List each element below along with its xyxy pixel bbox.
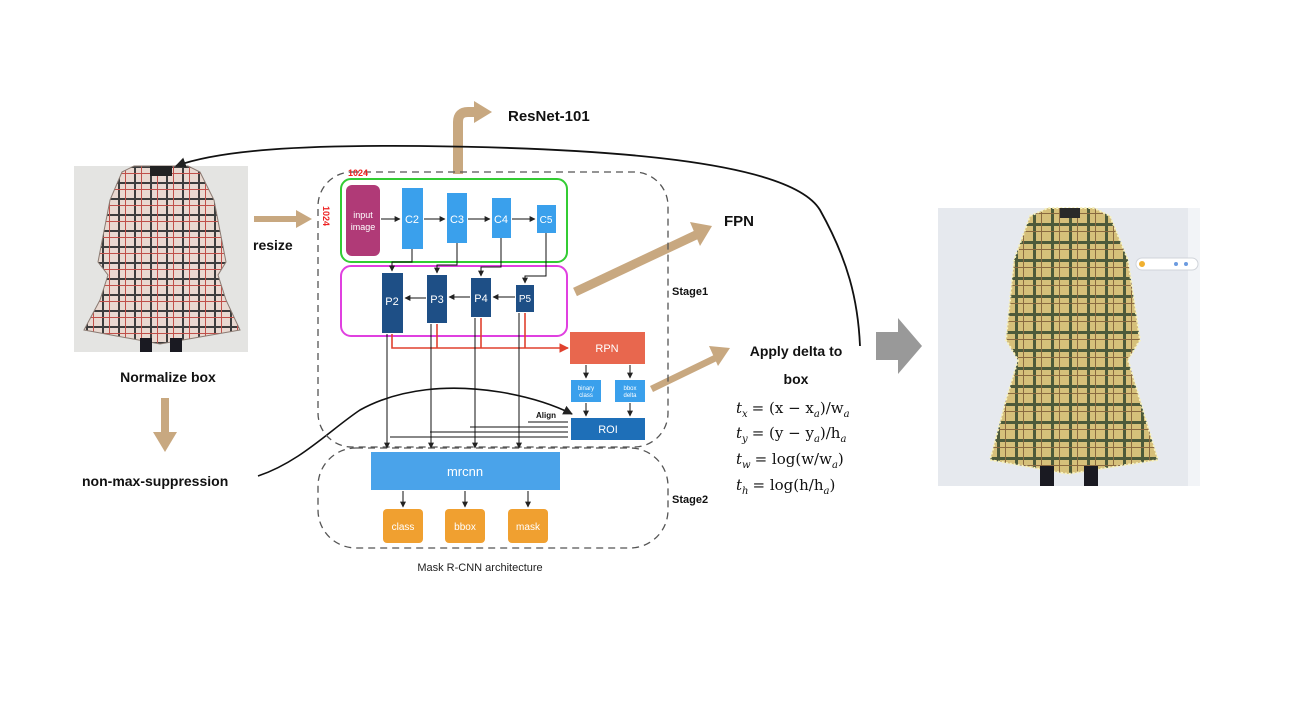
c5-label: C5	[540, 215, 553, 226]
p5-node	[516, 285, 534, 312]
c2-node	[402, 188, 423, 249]
rpn-node	[570, 332, 645, 364]
caption: Mask R-CNN architecture	[417, 562, 542, 574]
resnet-label: ResNet-101	[508, 108, 590, 125]
c4-node	[492, 198, 511, 238]
stage2-label: Stage2	[672, 494, 708, 506]
align-label: Align	[536, 411, 556, 420]
formula-tw: tw= log(w/wa)	[736, 450, 844, 471]
right-coat-photo	[938, 207, 1200, 486]
roi-label: ROI	[598, 424, 618, 436]
class-output-label: class	[392, 522, 415, 533]
binary-class-node	[571, 380, 601, 402]
binary-label-1: binary	[578, 386, 594, 392]
apply-delta-label-1: Apply delta to	[750, 343, 843, 359]
formula-ty: ty= (y − ya)/ha	[736, 424, 846, 445]
mask-output-node	[508, 509, 548, 543]
bbox-delta-node	[615, 380, 645, 402]
fpn-box	[340, 265, 568, 337]
rpn-label: RPN	[595, 343, 618, 355]
formula-th: th= log(h/ha)	[736, 476, 835, 497]
bbox-output-label: bbox	[454, 522, 476, 533]
mask-output-label: mask	[516, 522, 541, 533]
nms-label: non-max-suppression	[82, 473, 228, 489]
binary-label-2: class	[579, 393, 593, 399]
resnet-arrowhead	[474, 101, 492, 123]
bbox-output-node	[445, 509, 485, 543]
input-image-node	[346, 185, 380, 256]
class-output-node	[383, 509, 423, 543]
backbone-box	[340, 178, 568, 263]
p2-node	[382, 273, 403, 333]
bbox-delta-label-1: bbox	[623, 386, 636, 392]
p-to-mrcnn-arrows	[384, 313, 522, 449]
mrcnn-node	[371, 452, 560, 490]
p3-node	[427, 275, 447, 323]
nms-curve	[257, 387, 573, 477]
resize-label: resize	[253, 237, 293, 253]
bbox-delta-label-2: delta	[623, 393, 637, 399]
p4-label: P4	[474, 293, 487, 305]
resnet-arrow	[453, 107, 476, 174]
c5-node	[537, 205, 556, 233]
fpn-arrowhead	[690, 222, 712, 246]
mrcnn-label: mrcnn	[447, 464, 483, 479]
p4-node	[471, 278, 491, 317]
lateral-arrows	[389, 233, 547, 301]
input-label-1: input	[353, 210, 373, 220]
c3-label: C3	[450, 214, 464, 226]
formula-tx: tx= (x − xa)/wa	[736, 399, 850, 420]
rpn-arrows	[391, 313, 569, 353]
formulas: tx= (x − xa)/wa ty= (y − ya)/ha tw= log(…	[736, 399, 850, 497]
mrcnn-output-arrows	[400, 491, 531, 508]
feedback-curve	[174, 144, 861, 347]
stage1-box	[317, 171, 669, 448]
stage2-box	[317, 447, 669, 549]
fpn-label: FPN	[724, 213, 754, 230]
c3-node	[447, 193, 467, 243]
left-coat-photo	[74, 165, 248, 352]
p2-label: P2	[385, 296, 398, 308]
c2-label: C2	[405, 214, 419, 226]
c4-label: C4	[494, 214, 508, 226]
size-side-label: 1024	[321, 206, 331, 226]
input-label-2: image	[351, 222, 376, 232]
p5-label: P5	[519, 294, 532, 305]
roi-node	[571, 418, 645, 440]
apply-delta-label-2: box	[784, 371, 809, 387]
fpn-arrow	[573, 229, 700, 297]
p3-label: P3	[430, 294, 443, 306]
gray-arrow	[876, 318, 922, 374]
stage1-label: Stage1	[672, 286, 708, 298]
tan-arrows	[153, 210, 730, 452]
normalize-box-label: Normalize box	[120, 369, 216, 385]
size-top-label: 1024	[348, 168, 368, 178]
